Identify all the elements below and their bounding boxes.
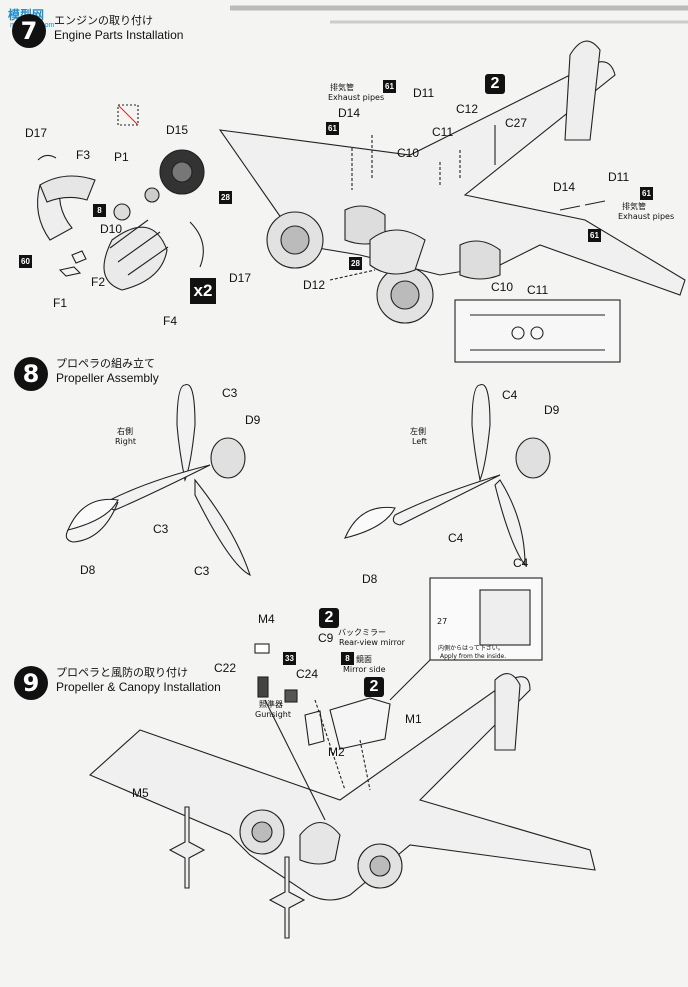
step-reference-badge: 2 — [319, 608, 339, 628]
step7-number: 7 — [12, 14, 46, 48]
step7-title-jp: エンジンの取り付け — [54, 14, 153, 27]
part-number-badge: 8 — [341, 652, 354, 665]
part-label: F1 — [53, 296, 68, 310]
part-label: D17 — [25, 126, 48, 140]
mirror-side-jp: 鏡面 — [356, 655, 372, 664]
gunsight-label-jp: 照準器 — [259, 700, 283, 709]
part-number-badge: 28 — [349, 257, 362, 270]
part-label: D11 — [608, 170, 630, 184]
part-number-badge: 60 — [19, 255, 32, 268]
part-number-badge: 61 — [326, 122, 339, 135]
part-label: M4 — [258, 612, 275, 626]
step9-header: 9 プロペラと風防の取り付け Propeller & Canopy Instal… — [14, 666, 221, 700]
step-reference-badge: 2 — [364, 677, 384, 697]
mirror-label-en: Rear-view mirror — [339, 638, 405, 647]
exhaust-label-jp: 排気管 — [330, 83, 354, 92]
part-label: D14 — [338, 106, 361, 120]
part-label: M5 — [132, 786, 149, 800]
part-label: D9 — [245, 413, 261, 427]
gunsight-label-en: Gunsight — [255, 710, 292, 719]
step9-title-en: Propeller & Canopy Installation — [56, 680, 221, 694]
part-number-badge: 61 — [588, 229, 601, 242]
part-label: F4 — [163, 314, 178, 328]
side-label-jp: 左側 — [410, 427, 426, 436]
part-label: D10 — [100, 222, 123, 236]
part-label: C12 — [456, 102, 479, 116]
part-number-badge: 33 — [283, 652, 296, 665]
part-label: D11 — [413, 86, 435, 100]
inset-note-jp: 内側からはって下さい。 — [438, 645, 504, 652]
step7-title-en: Engine Parts Installation — [54, 28, 184, 42]
step8-title-jp: プロペラの組み立て — [56, 357, 155, 370]
part-number-badge: 28 — [219, 191, 232, 204]
inset-note-en: Apply from the inside. — [440, 653, 507, 660]
part-label: D12 — [303, 278, 326, 292]
step-reference-badge: 2 — [485, 74, 505, 94]
step9-title-jp: プロペラと風防の取り付け — [56, 666, 188, 679]
part-label: D9 — [544, 403, 560, 417]
part-label: C3 — [194, 564, 210, 578]
part-label: M2 — [328, 745, 345, 759]
mirror-side-en: Mirror side — [343, 665, 386, 674]
part-label: C24 — [296, 667, 319, 681]
exhaust-label-en: Exhaust pipes — [618, 212, 675, 221]
part-number-badge: 61 — [640, 187, 653, 200]
part-label: C3 — [222, 386, 238, 400]
side-label-en: Left — [412, 437, 428, 446]
part-label: D8 — [80, 563, 96, 577]
part-label: C10 — [491, 280, 514, 294]
part-label: D8 — [362, 572, 378, 586]
part-label: C11 — [527, 283, 549, 297]
part-label: C22 — [214, 661, 237, 675]
step8-title-en: Propeller Assembly — [56, 371, 159, 385]
part-label: D17 — [229, 271, 252, 285]
part-label: F2 — [91, 275, 106, 289]
aircraft-top-view — [218, 40, 686, 363]
part-label: M1 — [405, 712, 422, 726]
part-label: C4 — [502, 388, 518, 402]
part-label: C3 — [153, 522, 169, 536]
exhaust-label-jp: 排気管 — [622, 202, 646, 211]
step8-number: 8 — [14, 357, 48, 391]
aircraft-canopy-view — [88, 577, 596, 939]
part-label: D14 — [553, 180, 576, 194]
engine-exploded-view — [37, 104, 205, 291]
inset-number: 27 — [437, 617, 448, 626]
step7-header: 7 エンジンの取り付け Engine Parts Installation — [12, 14, 183, 48]
part-label: P1 — [114, 150, 129, 164]
part-number-badge: 8 — [93, 204, 106, 217]
side-label-en: Right — [115, 437, 137, 446]
part-label: D15 — [166, 123, 189, 137]
part-label: F3 — [76, 148, 91, 162]
part-label: C27 — [505, 116, 528, 130]
part-label: C10 — [397, 146, 420, 160]
part-label: C11 — [432, 125, 454, 139]
part-label: C4 — [513, 556, 529, 570]
part-label: C9 — [318, 631, 334, 645]
mirror-label-jp: バックミラー — [338, 628, 386, 637]
propeller-left-view — [344, 383, 551, 567]
step8-header: 8 プロペラの組み立て Propeller Assembly — [14, 357, 159, 391]
side-label-jp: 右側 — [117, 427, 133, 436]
part-label: C4 — [448, 531, 464, 545]
quantity-badge: x2 — [190, 278, 216, 304]
step9-number: 9 — [14, 666, 48, 700]
part-number-badge: 61 — [383, 80, 396, 93]
exhaust-label-en: Exhaust pipes — [328, 93, 385, 102]
propeller-right-view — [65, 383, 251, 577]
